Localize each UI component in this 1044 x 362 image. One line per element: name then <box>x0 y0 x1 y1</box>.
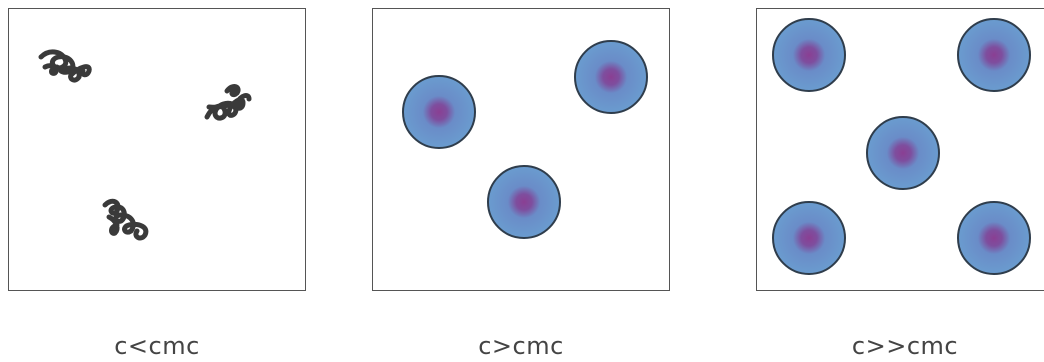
panel-below-cmc <box>8 8 306 291</box>
micelle <box>575 41 647 113</box>
coiled-chain-1 <box>41 52 89 80</box>
micelle-scene-2 <box>373 9 671 292</box>
micelle <box>773 19 845 91</box>
micelle <box>403 76 475 148</box>
coiled-chain-2 <box>207 87 249 119</box>
micelle <box>958 19 1030 91</box>
coiled-chain-3 <box>105 201 146 238</box>
caption-below-cmc: c<cmc <box>8 332 306 360</box>
micelle <box>958 202 1030 274</box>
micelle <box>488 166 560 238</box>
panel-well-above-cmc <box>756 8 1044 291</box>
micelle-scene-3 <box>757 9 1044 292</box>
unimer-scene <box>9 9 307 292</box>
caption-well-above-cmc: c>>cmc <box>756 332 1044 360</box>
caption-above-cmc: c>cmc <box>372 332 670 360</box>
micelle <box>867 117 939 189</box>
micelle <box>773 202 845 274</box>
panel-above-cmc <box>372 8 670 291</box>
